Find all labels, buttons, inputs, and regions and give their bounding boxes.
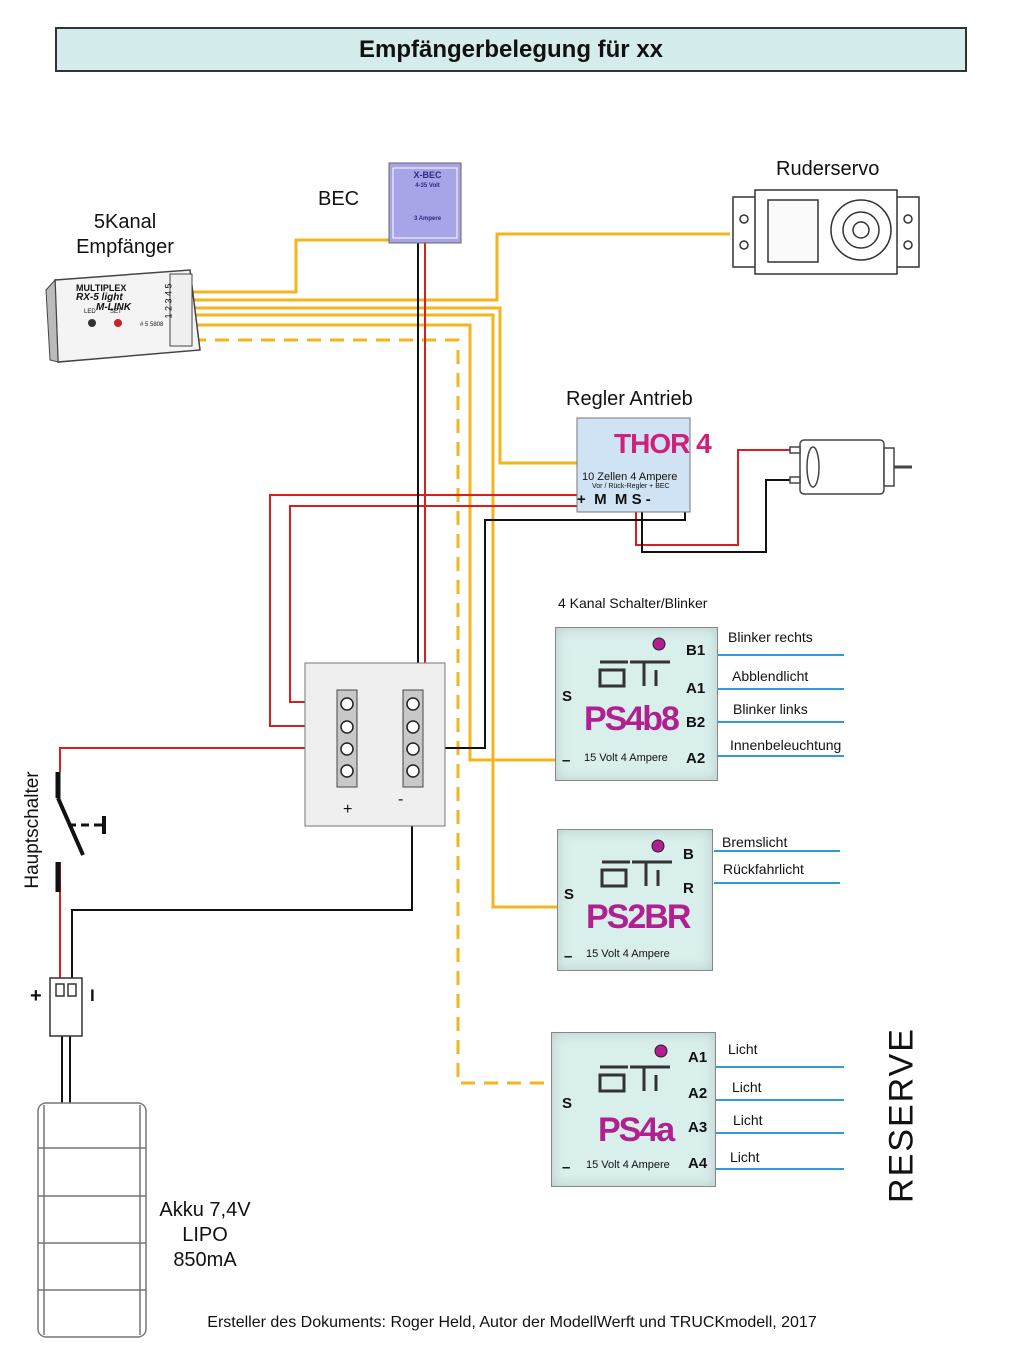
reserve-label: RESERVE [882,1027,921,1203]
connector-minus-label: I [90,986,95,1005]
receiver-drawing [45,269,201,363]
power-distributor [304,662,446,827]
signal-wire-ps2br [192,313,557,909]
ps4b8-line-3 [718,721,844,723]
ps4b8-channel-4: Innenbeleuchtung [730,737,842,753]
receiver-print: MULTIPLEX RX-5 light M-LINK [76,283,131,313]
ps4a-channel-4: Licht [730,1149,760,1165]
plus-wire-bec [345,243,426,703]
signal-wire-ps4b8 [192,323,557,762]
main-switch-label: Hauptschalter [22,771,43,889]
receiver-part-no: # 5 5808 [140,322,164,328]
distributor-plus-label: + [343,801,353,818]
motor-plus-wire [635,449,790,546]
ps4a-channel-2: Licht [732,1079,762,1095]
ps4b8-led-icon [652,637,666,651]
ps4b8-line-1 [718,654,844,656]
esc-spec2: Vor / Rück-Regler + BEC [592,483,670,490]
ps4b8-channel-3: Blinker links [733,701,808,717]
ps2br-channel-2: Rückfahrlicht [723,861,804,877]
motor-drawing [789,439,912,495]
ps2br-channel-1: Bremslicht [722,834,788,850]
battery-pack [37,1102,147,1338]
signal-wire-bec [192,238,389,294]
ps4a-line-2 [716,1099,844,1101]
ps4b8-module: PS4b8 15 Volt 4 Ampere S – B1 A1 B2 A2 [555,627,718,781]
minus-wire-bec [412,243,419,693]
ps4a-logo [598,1065,670,1093]
bec-label: BEC [318,188,360,210]
battery-label: Akku 7,4V LIPO 850mA [159,1199,251,1271]
esc-label: Regler Antrieb [566,388,693,410]
ps2br-logo [600,860,672,888]
ps2br-line-1 [714,850,840,852]
ps4b8-channel-2: Abblendlicht [732,668,809,684]
connector-plus-label: + [30,985,42,1007]
footer-credit: Ersteller des Dokuments: Roger Held, Aut… [207,1314,817,1331]
minus-wire-esc [422,506,686,749]
receiver-set-label: SET [110,309,122,315]
ps4a-module: PS4a 15 Volt 4 Ampere S – A1 A2 A3 A4 [551,1032,716,1187]
distributor-minus-label: - [398,791,404,808]
ps4a-line-3 [716,1132,844,1134]
motor-minus-wire [641,479,790,553]
ps2br-module: PS2BR 15 Volt 4 Ampere S – B R [557,829,713,971]
ps2br-line-2 [714,882,840,884]
esc-drawing [576,417,691,513]
receiver-channel-digits: 1 2 3 4 5 [163,283,174,319]
bec-print: X-BEC 4-35 Volt 3 Ampere [413,170,442,222]
ps4a-line-4 [716,1168,844,1170]
ps2br-led-icon [651,839,665,853]
ps4a-line-1 [716,1066,844,1068]
minus-wire-battery [71,788,413,985]
receiver-label: 5Kanal Empfänger [76,211,174,258]
battery-connector [49,977,83,1037]
ps4a-led-icon [654,1044,668,1058]
receiver-led-label: LED [84,309,96,315]
signal-wire-esc [192,306,577,465]
esc-pins: + M M S - [577,491,651,508]
ps4a-channel-1: Licht [728,1041,758,1057]
servo-label: Ruderservo [776,158,880,180]
plus-wire-switch [59,747,345,772]
bec-drawing [388,162,462,244]
main-switch-symbol [55,772,106,892]
servo-drawing [732,189,920,275]
signal-wire-servo [192,232,730,302]
ps4b8-line-2 [718,688,844,690]
page-title: Empfängerbelegung für xx [55,27,967,72]
esc-name: THOR 4 [614,428,712,459]
ps4a-channel-3: Licht [733,1112,763,1128]
ps4b8-line-4 [718,755,844,757]
ps4b8-logo [598,660,670,688]
esc-spec1: 10 Zellen 4 Ampere [582,471,678,483]
ps4b8-channel-1: Blinker rechts [728,629,813,645]
ps4b8-heading: 4 Kanal Schalter/Blinker [558,595,708,611]
